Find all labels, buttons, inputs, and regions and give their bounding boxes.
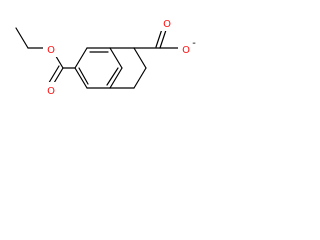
bond — [109, 47, 123, 69]
atom-o-ester-carbonyl: O — [47, 86, 55, 97]
carboxylate-group: O O - — [133, 15, 196, 57]
bond — [109, 67, 123, 89]
label-mask — [178, 41, 194, 57]
label-mask — [43, 41, 59, 57]
bond — [74, 67, 88, 89]
bond — [15, 27, 29, 49]
methyl-ester-group: O O — [15, 27, 76, 98]
label-mask — [43, 82, 59, 98]
aromatic-ring — [74, 47, 123, 89]
chemical-structure: O O - O O — [15, 15, 196, 98]
double-bond — [159, 29, 167, 49]
atom-o-ester-single: O — [47, 45, 55, 56]
bond — [133, 47, 147, 69]
saturated-ring — [109, 47, 147, 89]
double-bond-line — [155, 28, 163, 48]
bond — [133, 67, 147, 89]
negative-charge: - — [192, 38, 196, 49]
atom-o-carboxylate: O — [182, 45, 190, 56]
atom-o-acid-carbonyl: O — [163, 19, 171, 30]
double-bond-line — [106, 67, 119, 86]
bond — [74, 47, 88, 69]
double-bond-line — [78, 67, 89, 85]
label-mask — [159, 15, 175, 31]
